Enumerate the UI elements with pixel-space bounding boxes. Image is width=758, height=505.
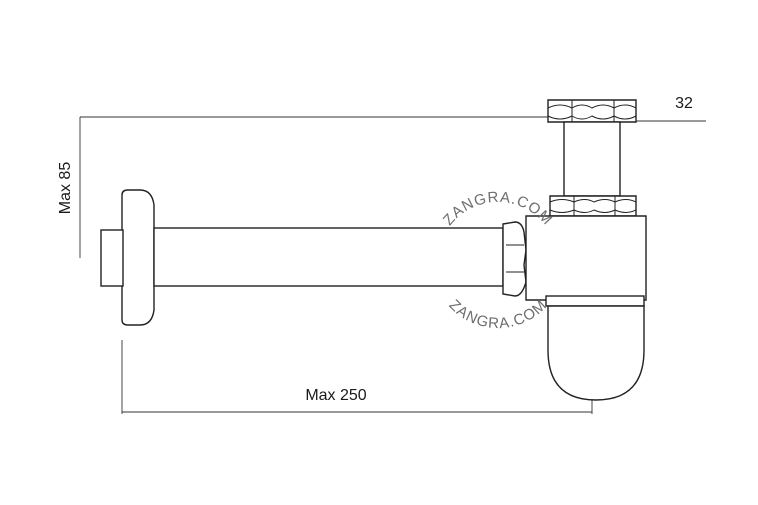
diameter-label: 32 — [675, 95, 693, 112]
bottle-cup — [547, 305, 645, 401]
lower-nut-facets-bottom — [549, 209, 637, 213]
watermark-top: ZANGRA.COM — [440, 189, 556, 229]
wall-collar — [100, 229, 124, 287]
lower-nut-facets-top — [549, 199, 637, 203]
wall-rosette — [121, 189, 155, 326]
lower-hex-nut — [549, 195, 637, 217]
height-label: Max 85 — [57, 162, 74, 215]
upper-nut-facets-top — [547, 104, 637, 109]
side-connector-nut — [502, 221, 527, 297]
upper-nut-facets-bottom — [547, 115, 637, 120]
length-label: Max 250 — [305, 387, 366, 404]
cup-collar — [545, 295, 645, 307]
vertical-tailpiece — [563, 121, 621, 197]
trap-body — [525, 215, 647, 301]
horizontal-tube — [153, 227, 504, 287]
watermark-bottom: ZANGRA.COM — [446, 296, 551, 332]
